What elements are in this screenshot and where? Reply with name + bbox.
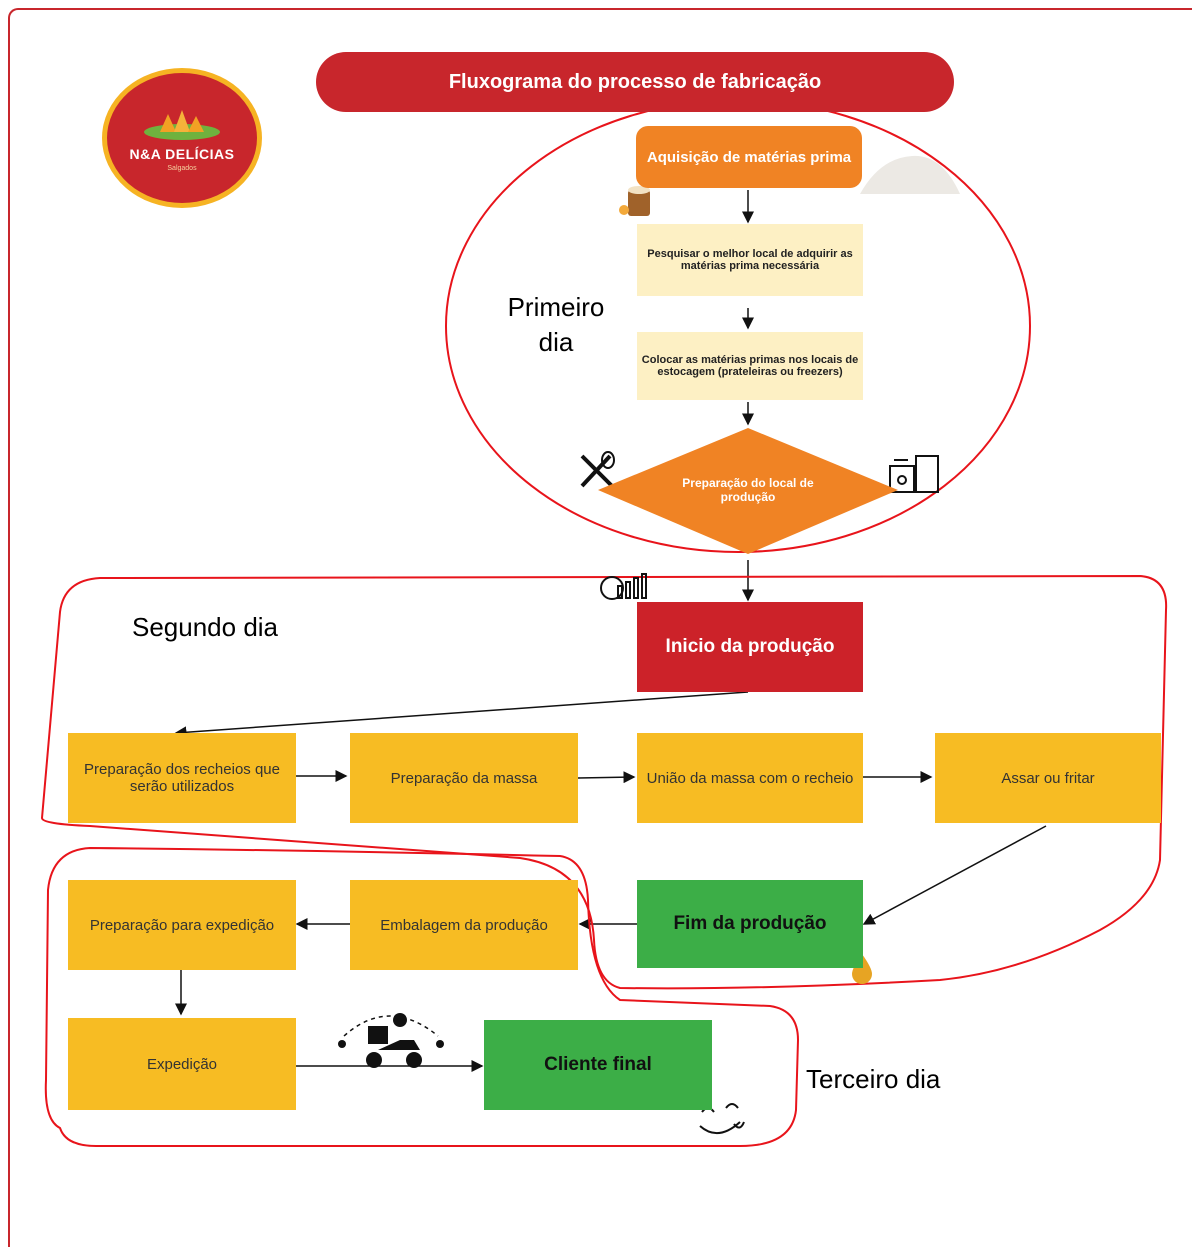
step-bake-fry: Assar ou fritar	[935, 733, 1161, 823]
brand-tagline: Salgados	[167, 165, 197, 172]
coxinha-plate-icon	[144, 110, 220, 140]
step-union: União da massa com o recheio	[637, 733, 863, 823]
flour-pile-icon	[860, 155, 960, 194]
oil-drop-icon	[852, 954, 872, 984]
page-frame	[8, 8, 1192, 1247]
step-start-production: Inicio da produção	[637, 602, 863, 692]
label-first-day-line2: dia	[538, 327, 574, 358]
step-acquisition: Aquisição de matérias prima	[636, 126, 862, 188]
step-research: Pesquisar o melhor local de adquirir as …	[637, 224, 863, 296]
label-first-day: Primeiro dia	[494, 290, 618, 360]
arrow-start-fillings	[174, 691, 749, 739]
kitchen-stove-icon	[889, 455, 939, 493]
label-third-day: Terceiro dia	[806, 1064, 941, 1094]
step-fillings: Preparação dos recheios que serão utiliz…	[68, 733, 296, 823]
whisk-spatula-icon	[580, 451, 615, 488]
step-client-final: Cliente final	[484, 1020, 712, 1110]
step-prep-expedition: Preparação para expedição	[68, 880, 296, 970]
step-prep-local: Preparação do local de produção	[682, 476, 814, 504]
page-title: Fluxograma do processo de fabricação	[316, 52, 954, 112]
step-dough: Preparação da massa	[350, 733, 578, 823]
step-storage: Colocar as matérias primas nos locais de…	[637, 332, 863, 400]
label-second-day: Segundo dia	[132, 612, 279, 642]
step-expedition: Expedição	[68, 1018, 296, 1110]
gear-chart-icon	[600, 573, 647, 600]
step-packaging: Embalagem da produção	[350, 880, 578, 970]
food-bowl-icon	[619, 186, 650, 216]
brand-logo: N&A DELÍCIAS Salgados	[102, 68, 262, 208]
arrow-bake-end	[862, 825, 1047, 925]
arrow-dough-union	[577, 771, 636, 784]
step-end-production: Fim da produção	[637, 880, 863, 968]
brand-name: N&A DELÍCIAS	[129, 146, 235, 162]
label-first-day-line1: Primeiro	[507, 292, 605, 322]
satisfied-face-icon	[699, 1103, 745, 1134]
third-day-outline	[44, 846, 800, 1147]
delivery-motorcycle-icon	[338, 1013, 444, 1068]
